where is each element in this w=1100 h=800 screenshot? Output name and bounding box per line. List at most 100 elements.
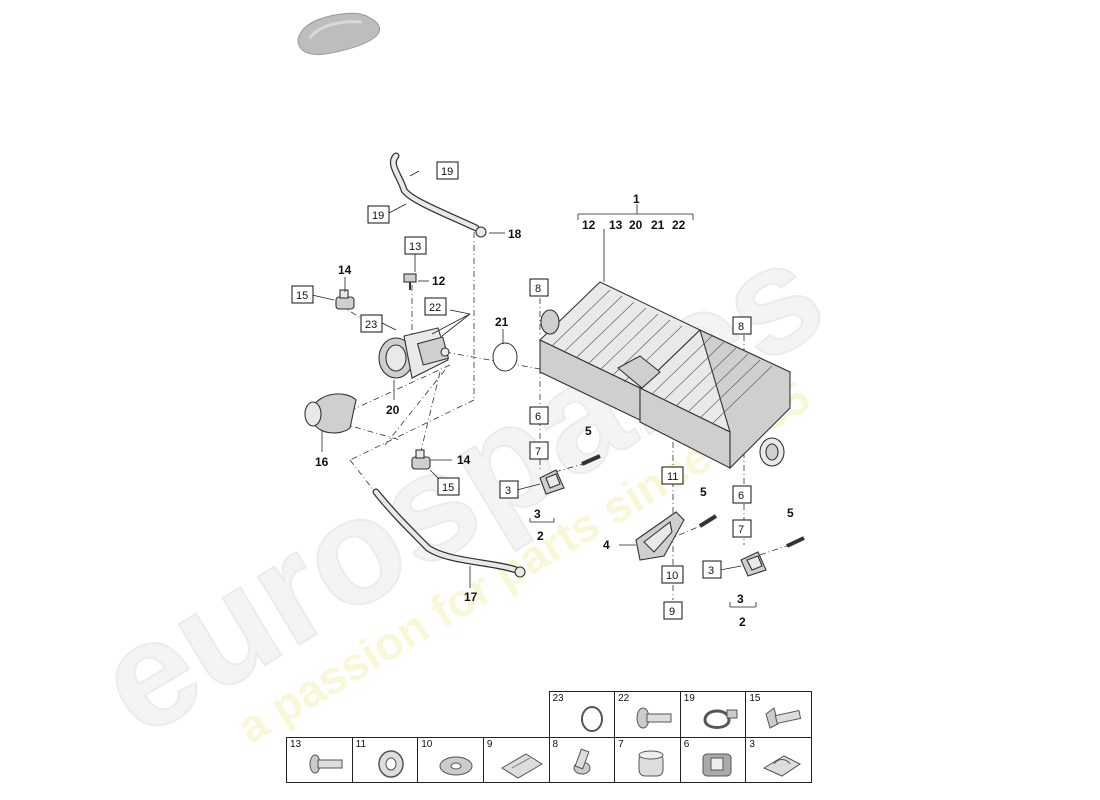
bolt-5b	[698, 514, 718, 528]
svg-text:7: 7	[535, 446, 541, 458]
callout-14-upper: 14	[338, 263, 352, 277]
box-6-left: 6	[529, 406, 549, 425]
callout-20-top: 20	[629, 218, 643, 232]
legend-cell: 3	[745, 736, 812, 783]
legend-part-number: 23	[552, 693, 564, 704]
svg-text:8: 8	[738, 321, 744, 333]
legend-part-number: 7	[618, 738, 624, 750]
bold-callouts: 1 12 13 20 21 22 18 12 14 21 20 16 14 17…	[315, 192, 794, 629]
svg-text:22: 22	[429, 302, 441, 314]
callout-14-lower: 14	[457, 453, 471, 467]
bolt-5a	[581, 454, 601, 466]
legend-cell: 11	[351, 736, 419, 783]
legend-cell: 8	[548, 736, 616, 783]
svg-text:3: 3	[708, 565, 714, 577]
o-ring-icon	[580, 706, 603, 732]
callout-12-top: 12	[582, 218, 596, 232]
legend-part-number: 13	[290, 738, 302, 750]
box-19-top: 19	[436, 161, 459, 180]
legend-cell: 6	[679, 736, 747, 783]
svg-text:15: 15	[442, 482, 454, 494]
svg-text:11: 11	[667, 471, 678, 483]
callout-5-mid: 5	[700, 485, 707, 499]
intercooler-assembly	[539, 281, 791, 470]
callout-17: 17	[464, 590, 478, 604]
coolant-pipe-lower	[372, 488, 526, 578]
callout-18: 18	[508, 227, 522, 241]
box-13: 13	[404, 236, 427, 255]
legend-part-number: 19	[683, 693, 695, 704]
box-11: 11	[661, 466, 684, 485]
throttle-body	[378, 327, 450, 379]
box-3-left: 3	[499, 480, 519, 499]
legend-part-number: 11	[355, 738, 367, 750]
callout-2-right: 2	[739, 615, 746, 629]
callout-12: 12	[432, 274, 446, 288]
sensor-lower	[411, 449, 431, 470]
leader-lines	[311, 170, 757, 608]
callout-13-top: 13	[609, 218, 623, 232]
box-7-right: 7	[732, 519, 752, 538]
callout-4: 4	[603, 538, 610, 552]
bracket-right	[740, 551, 767, 577]
box-15-lower: 15	[437, 477, 460, 496]
svg-text:7: 7	[738, 524, 744, 536]
box-19-left: 19	[367, 205, 390, 224]
box-22: 22	[424, 297, 447, 316]
hardware-legend-table: 23 22 19 15	[286, 691, 812, 783]
sensor-upper	[335, 289, 355, 310]
svg-text:19: 19	[441, 166, 453, 178]
svg-text:23: 23	[365, 319, 377, 331]
callout-2-left: 2	[537, 529, 544, 543]
legend-cell: 13	[286, 736, 353, 783]
clip-plate-icon	[500, 752, 543, 779]
callout-5-left: 5	[585, 424, 592, 438]
legend-cell: 9	[482, 736, 550, 783]
gasket-21	[492, 342, 518, 372]
callout-16: 16	[315, 455, 329, 469]
hose-clamp-icon	[703, 709, 738, 729]
callout-5-right: 5	[787, 506, 794, 520]
legend-part-number: 3	[749, 738, 755, 750]
svg-text:15: 15	[296, 290, 308, 302]
rubber-mount-icon	[702, 753, 732, 776]
legend-part-number: 8	[552, 738, 559, 750]
box-7-left: 7	[529, 441, 549, 460]
bushing-icon	[638, 750, 664, 776]
bolt-icon	[309, 754, 343, 773]
bolt-5c	[786, 536, 805, 548]
callout-21-top: 21	[651, 218, 665, 232]
intake-hose	[304, 393, 357, 434]
legend-cell: 23	[548, 691, 616, 738]
legend-part-number: 22	[618, 693, 630, 704]
spring-clip-icon	[763, 754, 802, 777]
legend-cell: 22	[614, 691, 681, 738]
callout-22-top: 22	[672, 218, 686, 232]
callout-1: 1	[633, 192, 640, 206]
coolant-pipe-upper	[389, 152, 487, 238]
box-9: 9	[663, 601, 683, 620]
bracket-4	[635, 511, 685, 561]
boxed-callouts: 19 19 13 15 22 23 8 8 6 7 3 15 11 6 7 3 …	[291, 161, 752, 620]
legend-cell: 10	[417, 736, 484, 783]
legend-cell: 19	[679, 691, 747, 738]
svg-text:19: 19	[372, 210, 384, 222]
screw-icon	[636, 707, 672, 729]
car-thumbnail-icon	[297, 12, 381, 55]
grommet-icon	[377, 749, 404, 778]
svg-text:10: 10	[666, 570, 678, 582]
legend-part-number: 15	[749, 693, 761, 704]
callout-3-right-sub: 3	[737, 592, 744, 606]
svg-text:6: 6	[535, 411, 541, 423]
box-6-right: 6	[732, 485, 752, 504]
legend-cell: 7	[614, 736, 681, 783]
svg-text:13: 13	[409, 241, 421, 253]
box-15-upper: 15	[291, 285, 314, 304]
callout-21: 21	[495, 315, 509, 329]
svg-text:8: 8	[535, 283, 541, 295]
box-10: 10	[661, 565, 684, 584]
bracket-left	[539, 469, 565, 495]
legend-part-number: 9	[486, 738, 493, 750]
box-8-right: 8	[732, 316, 752, 335]
